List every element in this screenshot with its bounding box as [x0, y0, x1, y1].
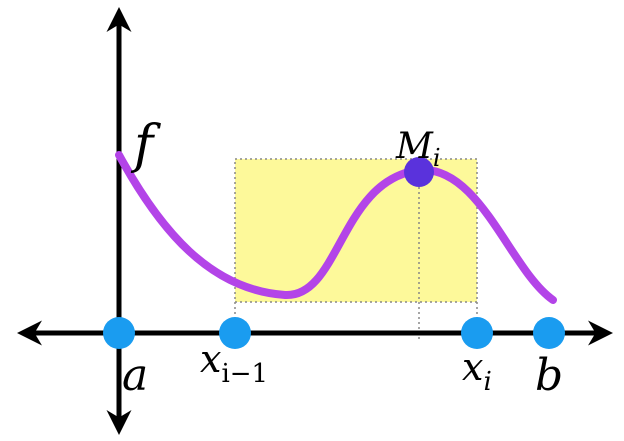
point-b: [533, 317, 565, 349]
label-f: f: [130, 115, 161, 175]
point-a: [103, 317, 135, 349]
label-M: Mi: [395, 126, 441, 172]
label-b: b: [535, 350, 563, 401]
label-x-prev: xi−1: [200, 337, 268, 389]
label-x-i: xi: [462, 345, 492, 397]
upper-sum-rectangle: [234, 158, 478, 303]
function-curve: [115, 151, 557, 304]
label-a: a: [122, 350, 148, 401]
point-x-i: [461, 317, 493, 349]
point-x-prev: [219, 317, 251, 349]
max-point: [404, 157, 434, 187]
